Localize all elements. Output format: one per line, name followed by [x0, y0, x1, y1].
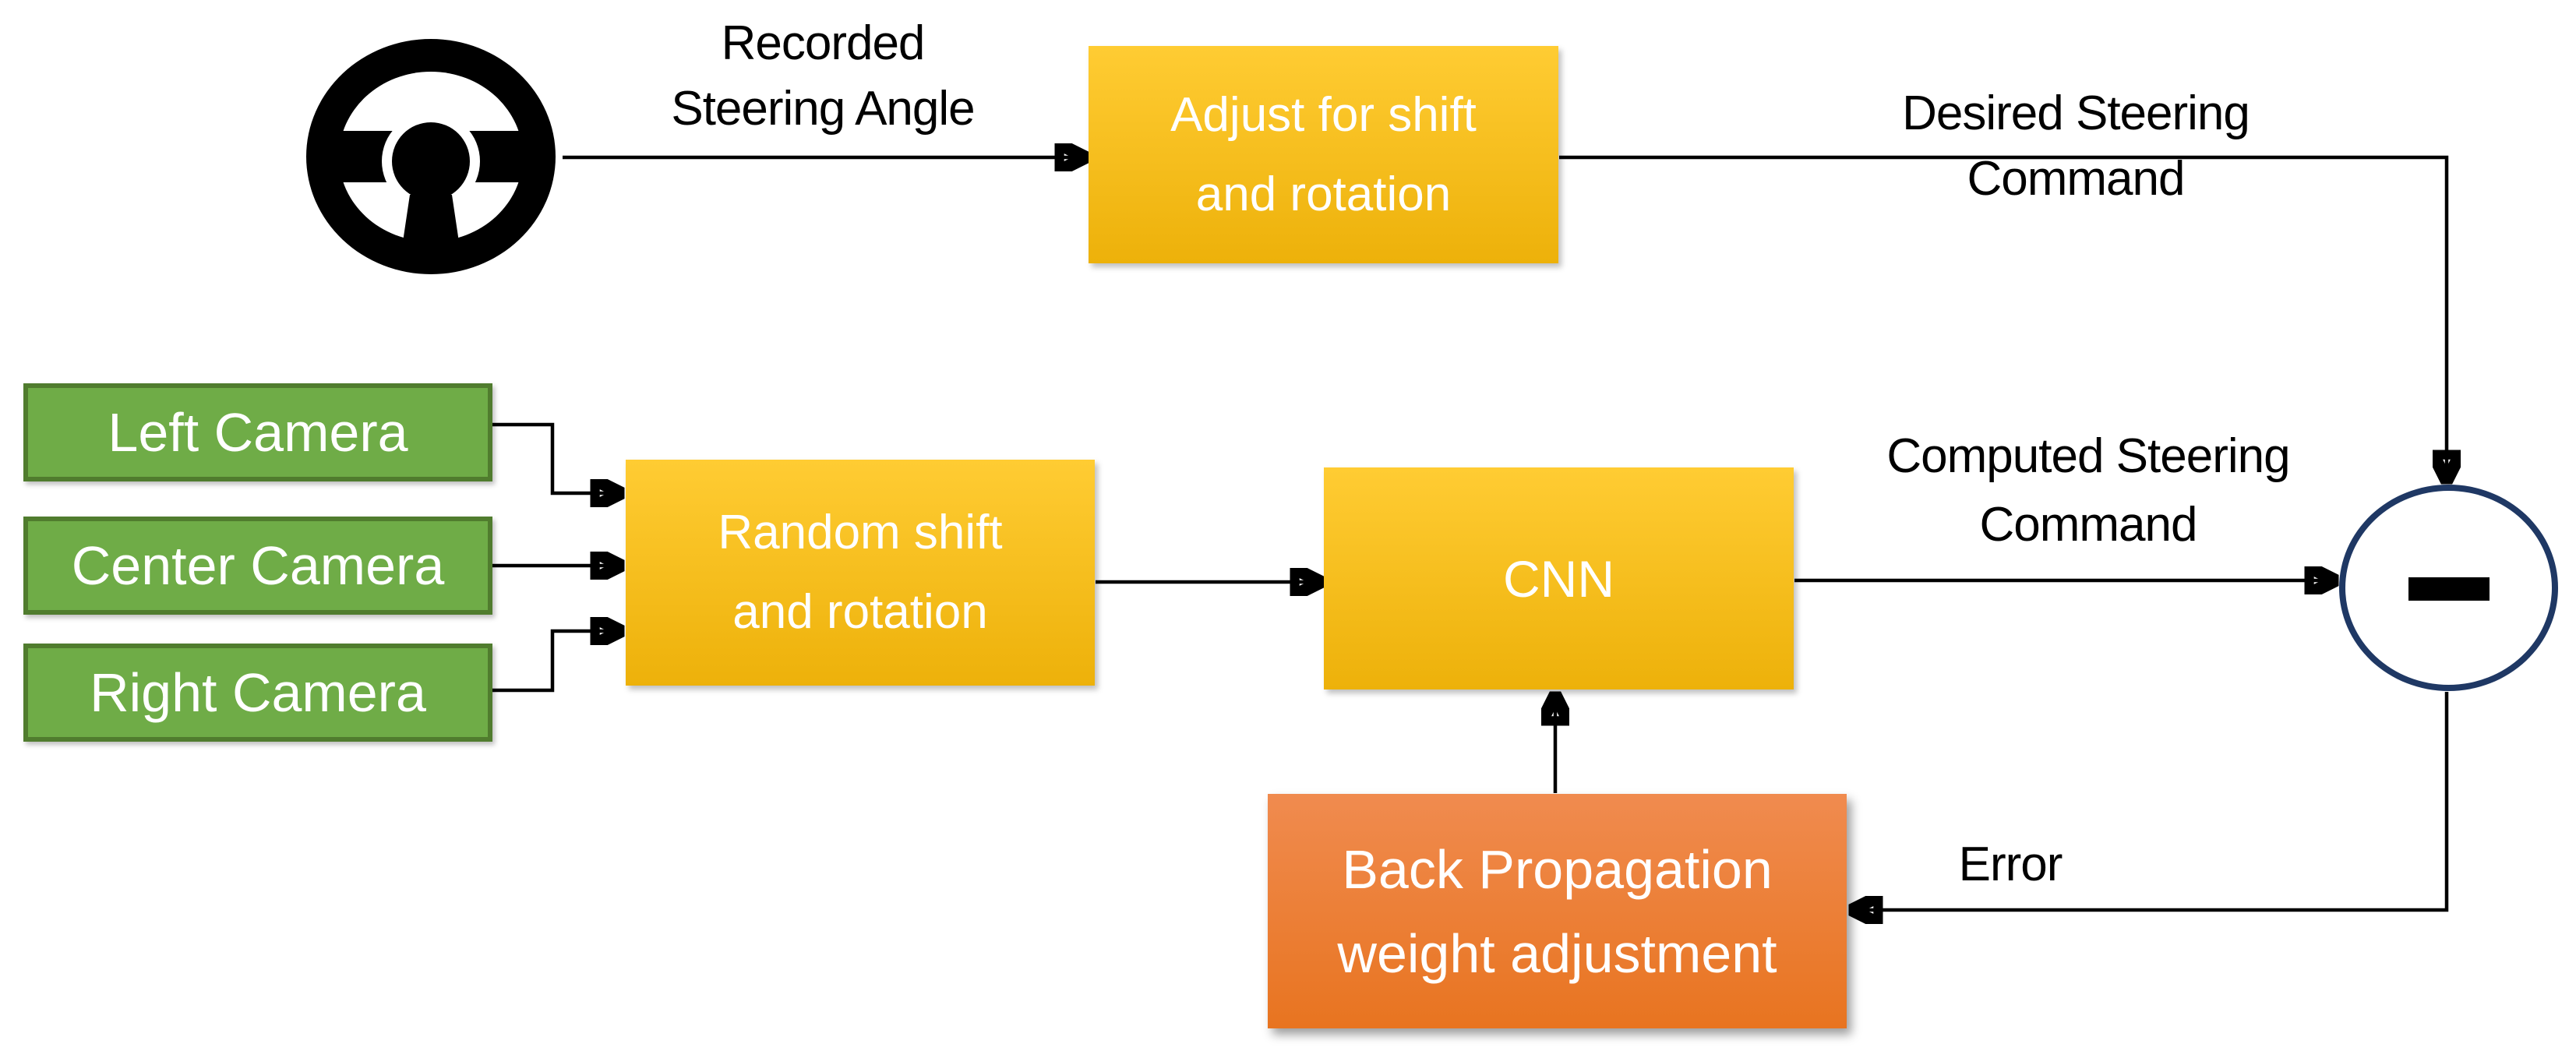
node-label: CNN — [1503, 549, 1614, 608]
node-random-shift-and-rotation: Random shift and rotation — [626, 460, 1095, 686]
node-label: Left Camera — [108, 402, 408, 463]
node-cnn: CNN — [1324, 467, 1794, 689]
node-label: Right Camera — [90, 662, 426, 723]
node-right-camera: Right Camera — [23, 644, 492, 742]
node-adjust-for-shift-and-rotation: Adjust for shift and rotation — [1089, 46, 1558, 263]
steering-wheel-icon — [306, 39, 556, 274]
arrow-right-camera-to-random — [492, 631, 619, 693]
label-desired-steering-command: Desired Steering Command — [1902, 86, 2250, 206]
arrow-subtract-to-backprop — [1854, 692, 2449, 910]
node-center-camera: Center Camera — [23, 517, 492, 615]
node-left-camera: Left Camera — [23, 383, 492, 481]
label-recorded-steering-angle: Recorded Steering Angle — [671, 16, 975, 136]
minus-icon — [2408, 577, 2490, 601]
node-label: Adjust for shift and rotation — [1170, 87, 1477, 221]
node-back-propagation-weight-adjustment: Back Propagation weight adjustment — [1268, 794, 1847, 1028]
label-error: Error — [1958, 838, 2063, 891]
node-label: Back Propagation weight adjustment — [1337, 838, 1777, 984]
arrow-adjust-to-subtract — [1559, 155, 2447, 478]
node-label: Center Camera — [71, 535, 445, 596]
label-computed-steering-command: Computed Steering Command — [1886, 429, 2290, 552]
arrow-left-camera-to-random — [492, 422, 619, 493]
node-subtract-junction — [2339, 485, 2558, 691]
node-label: Random shift and rotation — [718, 506, 1003, 639]
